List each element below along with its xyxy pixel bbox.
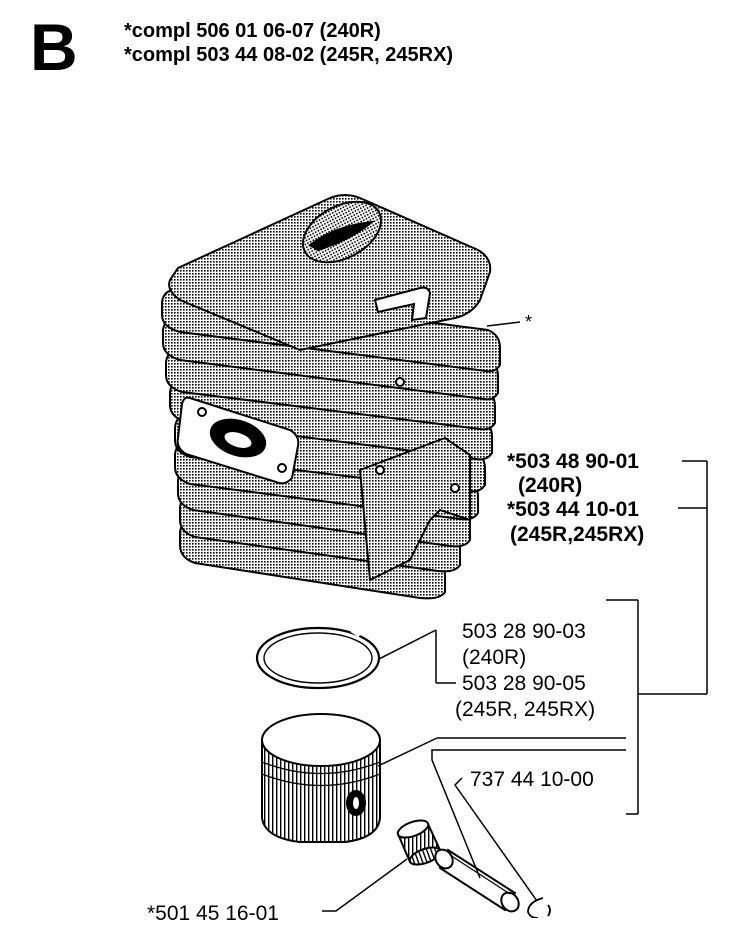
piston-ring-illustration xyxy=(255,626,381,690)
needle-bearing-part-number: *501 45 16-01 xyxy=(147,902,279,925)
circlip-part-number: 737 44 10-00 xyxy=(470,768,594,791)
assembly-title-240r: *compl 506 01 06-07 (240R) xyxy=(124,20,381,42)
piston-pin-illustration xyxy=(434,848,520,913)
circlip-illustration xyxy=(527,897,551,918)
cylinder-240r-model: (240R) xyxy=(518,474,583,497)
cylinder-top-plate xyxy=(168,194,492,352)
ring-leader xyxy=(378,629,437,660)
cylinder-245r-part-number: *503 44 10-01 xyxy=(507,498,639,521)
cylinder-marker-leader xyxy=(486,321,521,327)
crankcase-saddle xyxy=(358,436,471,582)
circlip-leader xyxy=(454,777,538,902)
cylinder-illustration xyxy=(161,194,501,600)
section-letter: B xyxy=(30,10,78,84)
cylinder-marker-label: * xyxy=(525,312,533,332)
pin-leader xyxy=(431,749,626,879)
piston-illustration xyxy=(261,713,381,843)
decompression-slot xyxy=(373,286,432,322)
spark-plug-hole xyxy=(308,220,376,252)
cylinder-240r-part-number: *503 48 90-01 xyxy=(507,450,639,473)
reference-brackets xyxy=(435,460,708,815)
bearing-leader xyxy=(322,858,408,912)
assembly-title-245r: *compl 503 44 08-02 (245R, 245RX) xyxy=(124,44,454,66)
ring-245r-part-number: 503 28 90-05 xyxy=(462,672,586,695)
ring-240r-model: (240R) xyxy=(462,646,527,669)
ring-245r-model: (245R, 245RX) xyxy=(455,698,596,721)
piston-leader xyxy=(377,737,438,767)
ring-240r-part-number: 503 28 90-03 xyxy=(462,620,586,643)
cylinder-245r-model: (245R,245RX) xyxy=(510,523,645,546)
